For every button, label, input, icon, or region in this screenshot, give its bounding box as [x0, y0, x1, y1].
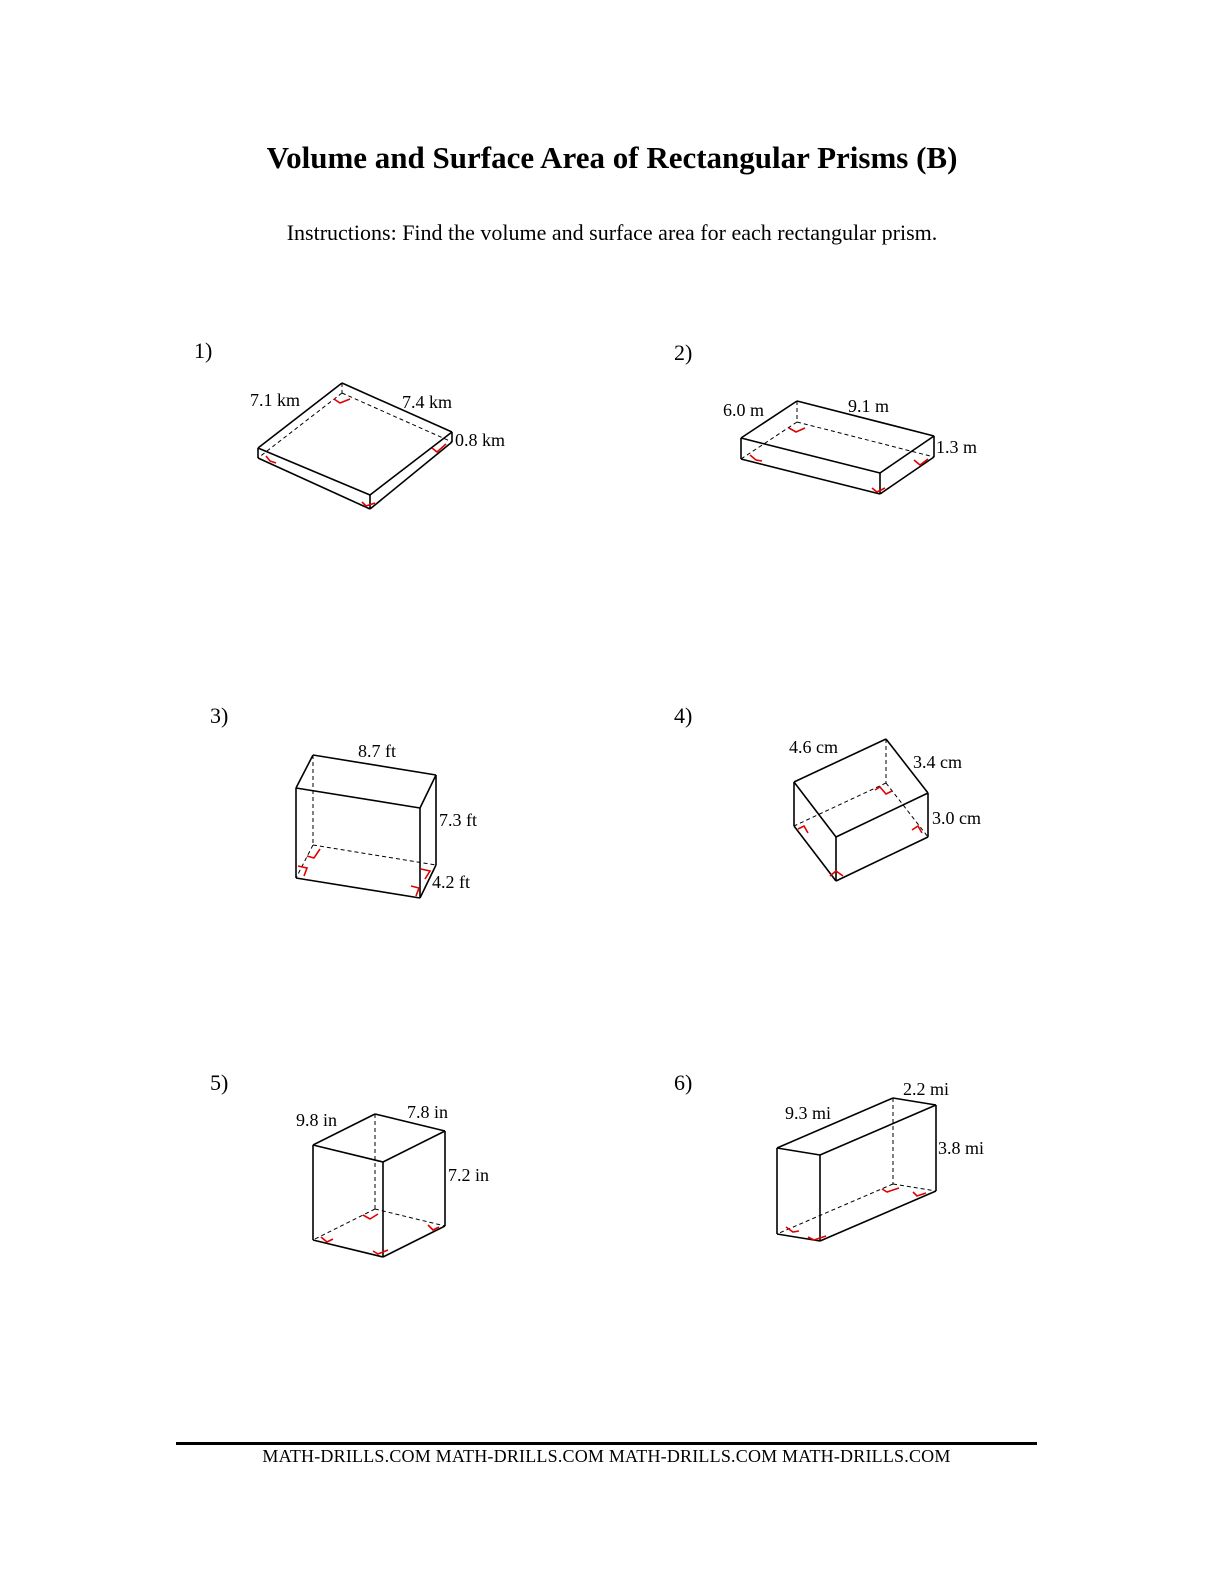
- problem-5-label-c: 7.2 in: [448, 1165, 490, 1185]
- problem-2-label-c: 1.3 m: [936, 437, 978, 457]
- problem-6-number: 6): [674, 1070, 693, 1095]
- problem-3-label-a: 8.7 ft: [358, 741, 396, 761]
- problem-3-label-c: 4.2 ft: [432, 872, 470, 892]
- footer-rule: [176, 1442, 1037, 1445]
- problem-1-label-c: 0.8 km: [455, 430, 506, 450]
- worksheet-instructions: Instructions: Find the volume and surfac…: [286, 220, 938, 245]
- footer-watermark: MATH-DRILLS.COM MATH-DRILLS.COM MATH-DRI…: [262, 1446, 951, 1466]
- problem-2-label-a: 6.0 m: [723, 400, 765, 420]
- problem-4-label-a: 4.6 cm: [789, 737, 838, 757]
- problem-2-label-b: 9.1 m: [848, 396, 890, 416]
- problem-6-label-b: 2.2 mi: [903, 1079, 950, 1099]
- problem-3-number: 3): [210, 703, 229, 728]
- problem-6-label-a: 9.3 mi: [785, 1103, 832, 1123]
- problem-1-number: 1): [194, 338, 213, 363]
- problem-2-number: 2): [674, 340, 693, 365]
- problem-1-label-a: 7.1 km: [250, 390, 301, 410]
- problem-4-label-c: 3.0 cm: [932, 808, 981, 828]
- problem-4-label-b: 3.4 cm: [913, 752, 962, 772]
- problem-3-label-b: 7.3 ft: [439, 810, 477, 830]
- problem-5-number: 5): [210, 1070, 229, 1095]
- problem-4-number: 4): [674, 703, 693, 728]
- problem-5-label-b: 7.8 in: [407, 1102, 449, 1122]
- problem-1-label-b: 7.4 km: [402, 392, 453, 412]
- problem-6-label-c: 3.8 mi: [938, 1138, 985, 1158]
- worksheet-title: Volume and Surface Area of Rectangular P…: [266, 140, 958, 175]
- problem-5-label-a: 9.8 in: [296, 1110, 338, 1130]
